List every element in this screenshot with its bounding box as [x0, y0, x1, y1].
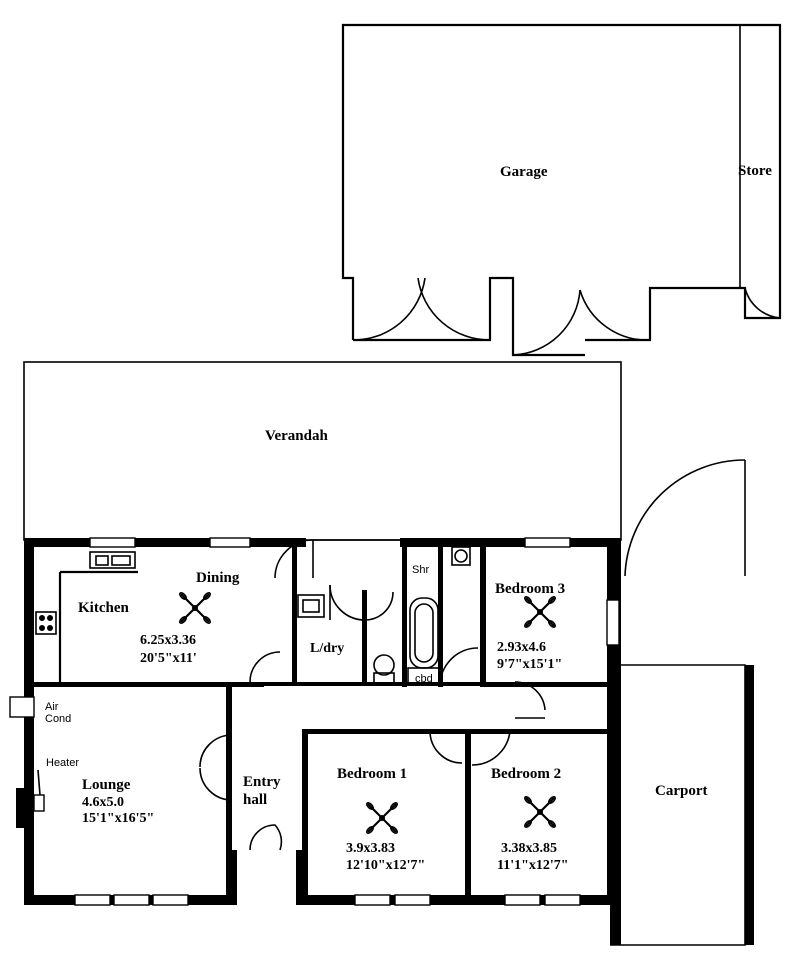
- dining-dimensions-imperial: 20'5"x11': [140, 651, 197, 666]
- lounge-label: Lounge: [82, 777, 131, 793]
- doors: [199, 539, 546, 851]
- ceiling-fans: [179, 592, 556, 834]
- lounge-dimensions-imperial: 15'1"x16'5": [82, 811, 154, 826]
- heater-label: Heater: [46, 757, 79, 769]
- cooktop: [35, 611, 57, 635]
- bedroom2-dimensions-metric: 3.38x3.85: [501, 841, 557, 856]
- verandah: [23, 361, 622, 541]
- bedroom3-dimensions-imperial: 9'7"x15'1": [497, 657, 562, 672]
- bedroom3-label: Bedroom 3: [495, 581, 565, 597]
- ceiling-fan-icon: [179, 592, 211, 624]
- windows: [74, 537, 620, 906]
- bedroom3-dimensions-metric: 2.93x4.6: [497, 640, 546, 655]
- aircon-label-line1: Air: [45, 701, 59, 713]
- bedroom1-label: Bedroom 1: [337, 766, 407, 782]
- ceiling-fan-icon: [524, 796, 556, 828]
- dining-dimensions-metric: 6.25x3.36: [140, 633, 196, 648]
- carport-label: Carport: [655, 783, 708, 799]
- bedroom1-dimensions-imperial: 12'10"x12'7": [346, 858, 425, 873]
- bedroom2-label: Bedroom 2: [491, 766, 561, 782]
- basin: [451, 546, 471, 566]
- sink: [89, 551, 136, 569]
- aircon-label-line2: Cond: [45, 713, 71, 725]
- bedroom1-dimensions-metric: 3.9x3.83: [346, 841, 395, 856]
- kitchen-fixtures: [35, 551, 138, 682]
- garage: [341, 23, 782, 357]
- carport: [610, 459, 754, 946]
- laundry-fixtures: [297, 594, 325, 618]
- ceiling-fan-icon: [524, 596, 556, 628]
- store-label: Store: [738, 163, 772, 179]
- labels: Garage Store Verandah Dining Kitchen 6.2…: [45, 163, 772, 873]
- bedroom2-dimensions-imperial: 11'1"x12'7": [497, 858, 569, 873]
- toilet: [373, 654, 395, 676]
- laundry-label: L/dry: [310, 641, 344, 656]
- kitchen-label: Kitchen: [78, 600, 129, 616]
- cupboard-label: cbd: [415, 673, 433, 685]
- aircon-unit: [9, 696, 35, 718]
- trough: [297, 594, 325, 618]
- entry-label-line1: Entry: [243, 774, 281, 790]
- verandah-label: Verandah: [265, 428, 328, 444]
- shower-label: Shr: [412, 564, 429, 576]
- ceiling-fan-icon: [366, 802, 398, 834]
- lounge-dimensions-metric: 4.6x5.0: [82, 795, 124, 810]
- garage-label: Garage: [500, 164, 548, 180]
- bathroom-fixtures: [373, 546, 471, 685]
- heater-unit: [16, 769, 45, 828]
- dining-label: Dining: [196, 570, 240, 586]
- entry-label-line2: hall: [243, 792, 267, 808]
